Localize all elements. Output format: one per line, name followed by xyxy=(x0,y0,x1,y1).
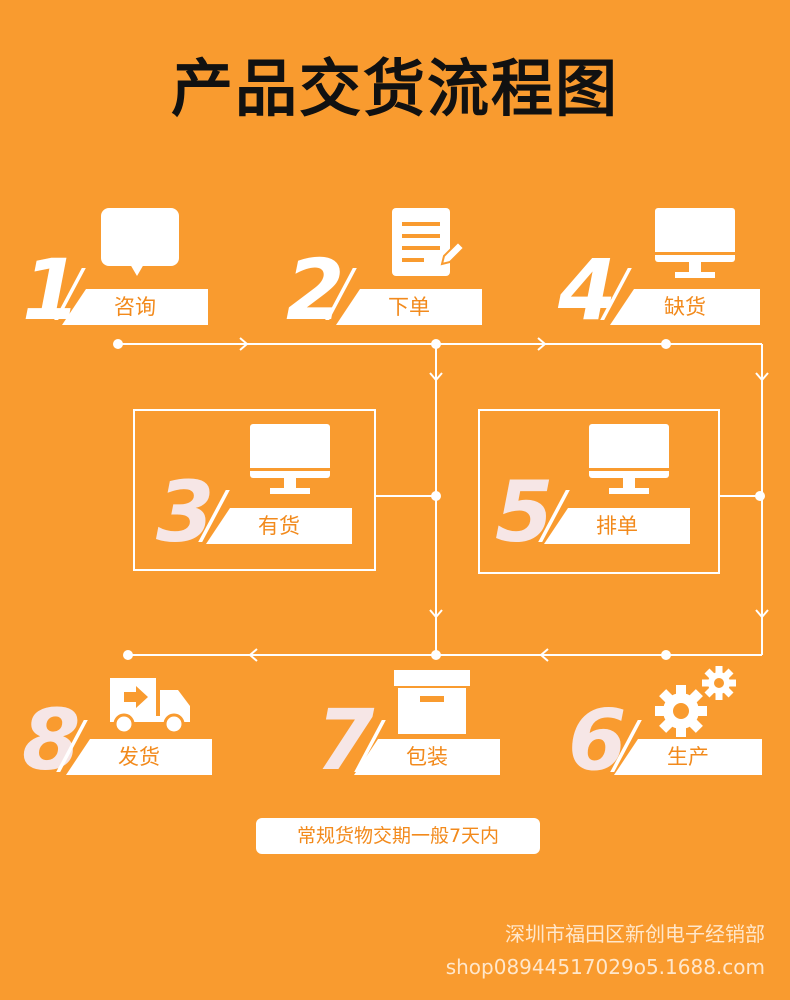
step-number: 4 xyxy=(558,241,617,339)
company-name: 深圳市福田区新创电子经销部 xyxy=(505,922,765,946)
step-label: 有货 xyxy=(206,508,352,544)
step-label: 包装 xyxy=(354,739,500,775)
shop-url: shop0894451702​9o5.1688.com xyxy=(445,955,765,979)
step-number: 8 xyxy=(22,691,81,789)
order-form-icon xyxy=(392,208,464,276)
gears-icon xyxy=(655,666,736,737)
step-label: 下单 xyxy=(336,289,482,325)
monitor-icon xyxy=(589,424,669,494)
page-title: 产品交货流程图 xyxy=(170,52,619,125)
chat-bubble-icon xyxy=(101,208,179,276)
delivery-time-note: 常规货物交期一般7天内 xyxy=(256,818,540,854)
step-label: 咨询 xyxy=(62,289,208,325)
step-label: 发货 xyxy=(66,739,212,775)
step-number: 5 xyxy=(495,463,554,561)
step-label: 缺货 xyxy=(610,289,760,325)
step-label: 生产 xyxy=(614,739,762,775)
step-label: 排单 xyxy=(544,508,690,544)
step-number: 6 xyxy=(568,691,627,789)
monitor-icon xyxy=(655,208,735,278)
delivery-truck-icon xyxy=(110,678,190,734)
box-icon xyxy=(394,670,470,734)
step-number: 2 xyxy=(286,241,345,339)
monitor-icon xyxy=(250,424,330,494)
step-number: 3 xyxy=(156,463,215,561)
